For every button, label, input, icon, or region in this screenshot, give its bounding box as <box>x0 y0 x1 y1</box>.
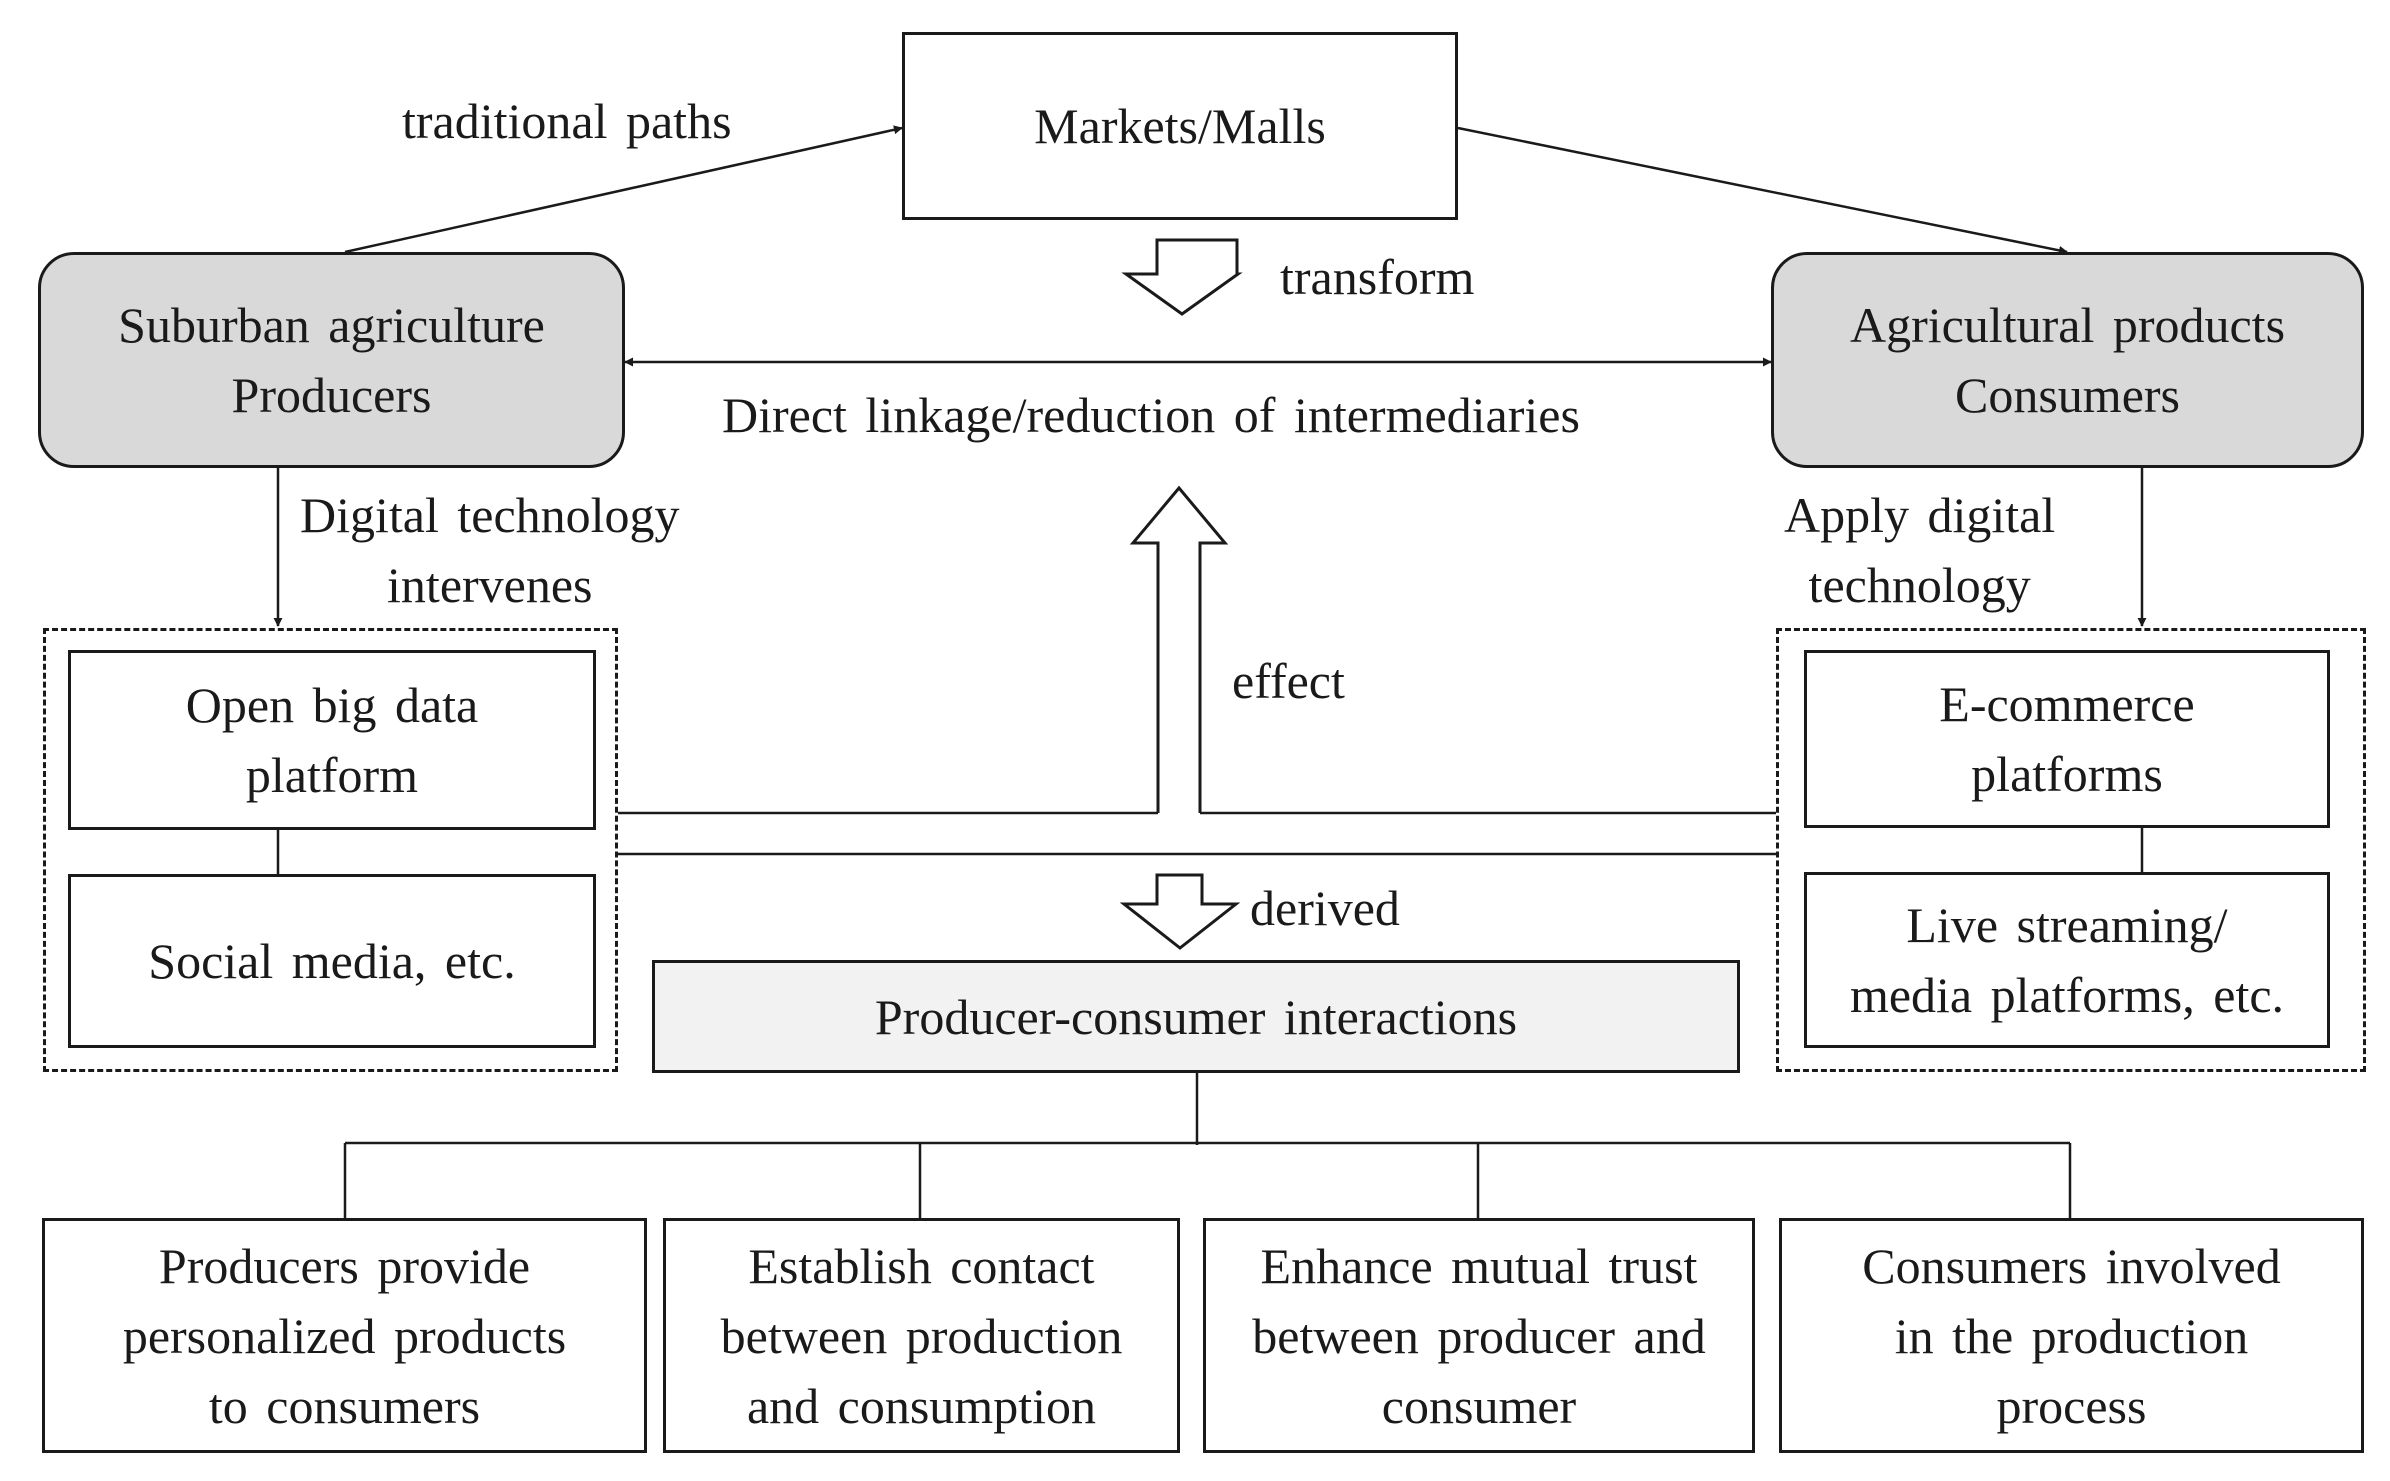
digital-intervenes-line-1: Digital technology <box>300 487 680 543</box>
social-media-label: Social media, etc. <box>148 933 516 989</box>
ecommerce-label-line-2: platforms <box>1971 746 2163 802</box>
consumer-platforms-group <box>1776 628 2366 1072</box>
outcome-3-line-1: Enhance mutual trust <box>1260 1237 1698 1294</box>
digital-intervenes-line-2: intervenes <box>387 557 593 613</box>
live-streaming-label-line-2: media platforms, etc. <box>1849 967 2285 1023</box>
outcome-mutual-trust: Enhance mutual trust between producer an… <box>1203 1218 1755 1453</box>
markets-malls-label: Markets/Malls <box>1034 98 1326 154</box>
ecommerce-platforms-node: E-commerce platforms <box>1804 650 2330 828</box>
open-big-data-platform-node: Open big data platform <box>68 650 596 830</box>
outcome-2-line-2: between production <box>720 1307 1123 1364</box>
apply-digital-line-1: Apply digital <box>1784 487 2056 543</box>
outcome-consumers-involved: Consumers involved in the production pro… <box>1779 1218 2364 1453</box>
big-data-label-line-2: platform <box>245 747 419 803</box>
markets-malls-node: Markets/Malls <box>902 32 1458 220</box>
derived-label: derived <box>1250 880 1400 936</box>
outcome-4-line-2: in the production <box>1894 1307 2249 1364</box>
consumers-label-line-1: Agricultural products <box>1849 297 2286 353</box>
agricultural-consumers-node: Agricultural products Consumers <box>1771 252 2364 468</box>
outcome-1-line-1: Producers provide <box>158 1237 531 1294</box>
apply-digital-line-2: technology <box>1808 557 2031 613</box>
effect-hollow-arrow <box>1129 485 1229 813</box>
outcome-1-line-3: to consumers <box>208 1377 481 1434</box>
direct-linkage-label: Direct linkage/reduction of intermediari… <box>722 387 1580 443</box>
consumers-label-line-2: Consumers <box>1955 367 2180 423</box>
big-data-label-line-1: Open big data <box>185 677 479 733</box>
live-streaming-label-line-1: Live streaming/ <box>1906 897 2228 953</box>
social-media-node: Social media, etc. <box>68 874 596 1048</box>
ecommerce-label-line-1: E-commerce <box>1939 676 2195 732</box>
transform-hollow-arrow <box>1121 238 1243 316</box>
outcome-2-line-1: Establish contact <box>748 1237 1095 1294</box>
producers-label-line-1: Suburban agriculture <box>118 297 545 353</box>
suburban-producers-node: Suburban agriculture Producers <box>38 252 625 468</box>
derived-hollow-arrow <box>1119 873 1241 950</box>
live-streaming-node: Live streaming/ media platforms, etc. <box>1804 872 2330 1048</box>
outcome-establish-contact: Establish contact between production and… <box>663 1218 1180 1453</box>
outcome-3-line-2: between producer and <box>1252 1307 1706 1364</box>
arrow-producers-to-markets <box>344 125 903 254</box>
outcome-personalized-products: Producers provide personalized products … <box>42 1218 647 1453</box>
outcome-3-line-3: consumer <box>1381 1377 1577 1434</box>
interactions-label: Producer-consumer interactions <box>874 988 1518 1045</box>
arrow-markets-to-consumers <box>1457 126 2068 255</box>
transform-label: transform <box>1280 249 1475 305</box>
traditional-paths-label: traditional paths <box>402 93 732 149</box>
producer-platforms-group <box>43 628 618 1072</box>
outcome-1-line-2: personalized products <box>122 1307 567 1364</box>
digital-intervenes-label: Digital technology intervenes <box>300 480 680 620</box>
producer-consumer-interactions-node: Producer-consumer interactions <box>652 960 1740 1073</box>
apply-digital-label: Apply digital technology <box>1784 480 2055 620</box>
outcome-4-line-3: process <box>1996 1377 2147 1434</box>
producers-label-line-2: Producers <box>231 367 432 423</box>
outcome-2-line-3: and consumption <box>746 1377 1096 1434</box>
effect-label: effect <box>1232 653 1345 709</box>
outcome-4-line-1: Consumers involved <box>1862 1237 2281 1294</box>
